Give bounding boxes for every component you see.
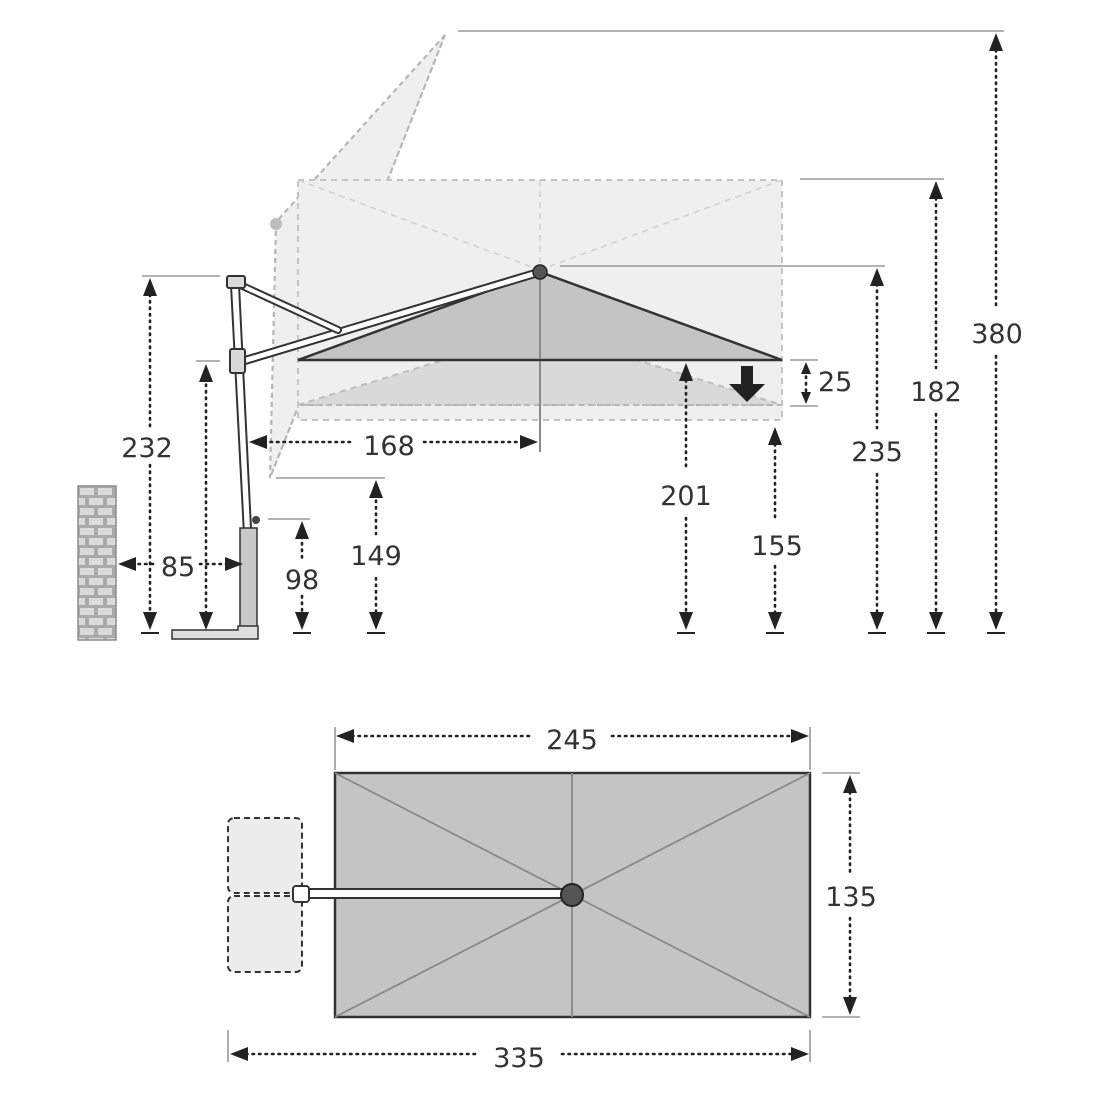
dimension-135: 135 [822,772,877,1018]
dimension-135-label: 135 [825,882,877,913]
dimension-182: 182 [800,178,962,634]
base-plate [171,625,259,640]
dimension-98: 98 [268,518,319,634]
dimension-335: 335 [227,1030,811,1074]
mast-joint [229,348,246,374]
dimension-85-label: 85 [161,552,195,583]
dimension-155-label: 155 [751,531,803,562]
dimension-201: 201 [660,363,712,634]
brick-wall [77,485,117,641]
dimension-mast-joint [196,360,220,630]
dimension-201-label: 201 [660,481,712,512]
top-view-mast-cap [292,885,310,903]
top-view-arm [299,888,573,899]
dimension-245: 245 [334,725,811,770]
dimension-232: 232 [121,275,220,634]
top-view: 245 135 335 [227,725,877,1074]
dimension-98-label: 98 [285,565,319,596]
mast-top-cap [226,275,246,289]
dimension-155: 155 [751,427,803,634]
dimension-149: 149 [276,477,402,634]
canopy-hub [532,264,548,280]
dimension-335-label: 335 [493,1043,545,1074]
ghost-base-tile-lower [227,895,303,973]
dimension-85: 85 [118,552,243,583]
dimension-235: 235 [560,265,903,634]
tilt-down-arrow-icon [729,366,765,402]
umbrella-mast [226,275,260,631]
side-view: 232 85 98 [77,30,1023,641]
dimension-235-label: 235 [851,437,903,468]
dimension-245-label: 245 [546,725,598,756]
dimension-25-label: 25 [818,367,852,398]
dimension-380: 380 [458,30,1023,634]
dimension-182-label: 182 [910,377,962,408]
dimension-25: 25 [790,359,852,407]
top-view-hub [560,883,584,907]
dimension-168-label: 168 [363,431,415,462]
dimension-380-label: 380 [971,319,1023,350]
dimension-168: 168 [249,431,538,462]
ghost-base-tile-upper [227,817,303,894]
dimension-149-label: 149 [350,541,402,572]
dimension-232-label: 232 [121,433,173,464]
